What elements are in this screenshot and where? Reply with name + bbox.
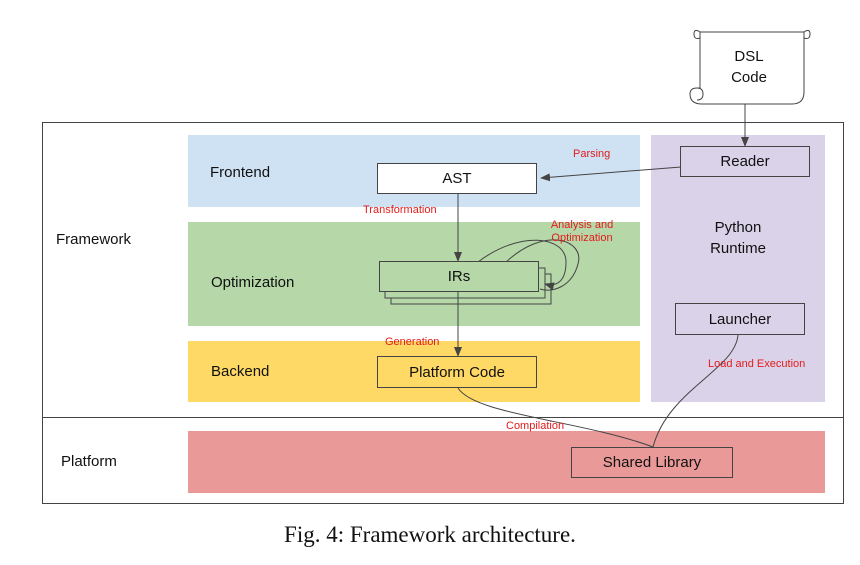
platform-label: Platform bbox=[61, 453, 117, 470]
load-execution-edge-label: Load and Execution bbox=[708, 358, 806, 370]
analysis-optimization-edge-label: Analysis and Optimization bbox=[540, 219, 624, 245]
parsing-edge bbox=[540, 166, 682, 182]
dsl-code-line-2: Code bbox=[731, 69, 767, 86]
framework-label: Framework bbox=[56, 231, 132, 248]
python-runtime-line-2: Runtime bbox=[710, 240, 766, 257]
framework-layer-frame bbox=[42, 122, 844, 504]
launcher-node: Launcher bbox=[675, 303, 805, 335]
compilation-edge bbox=[457, 387, 654, 448]
analysis-loop-edge bbox=[504, 239, 580, 291]
dsl-code-node: DSL Code bbox=[702, 46, 796, 88]
analysis-loop-edge-inner bbox=[477, 239, 567, 291]
backend-label: Backend bbox=[211, 363, 270, 380]
python-runtime-line-1: Python bbox=[714, 219, 762, 236]
python-runtime-label: Python Runtime bbox=[691, 217, 785, 259]
parsing-edge-label: Parsing bbox=[573, 148, 611, 160]
compilation-edge-label: Compilation bbox=[506, 420, 565, 432]
analysis-label-line-2: Optimization bbox=[551, 232, 613, 244]
dsl-code-document-shape bbox=[689, 29, 811, 105]
figure-caption: Fig. 4: Framework architecture. bbox=[284, 522, 576, 547]
load-execution-edge bbox=[652, 334, 739, 448]
reader-node: Reader bbox=[680, 146, 810, 177]
ast-node: AST bbox=[377, 163, 537, 194]
generation-edge-label: Generation bbox=[385, 336, 440, 348]
shared-library-node: Shared Library bbox=[571, 447, 733, 478]
frontend-label: Frontend bbox=[210, 164, 271, 181]
dsl-code-line-1: DSL bbox=[734, 48, 764, 65]
layer-divider bbox=[42, 417, 844, 418]
analysis-label-line-1: Analysis and bbox=[550, 219, 614, 231]
transformation-edge-label: Transformation bbox=[363, 204, 437, 216]
irs-node: IRs bbox=[379, 261, 539, 292]
python-runtime-band bbox=[651, 135, 825, 402]
optimization-label: Optimization bbox=[211, 274, 295, 291]
platform-code-node: Platform Code bbox=[377, 356, 537, 388]
